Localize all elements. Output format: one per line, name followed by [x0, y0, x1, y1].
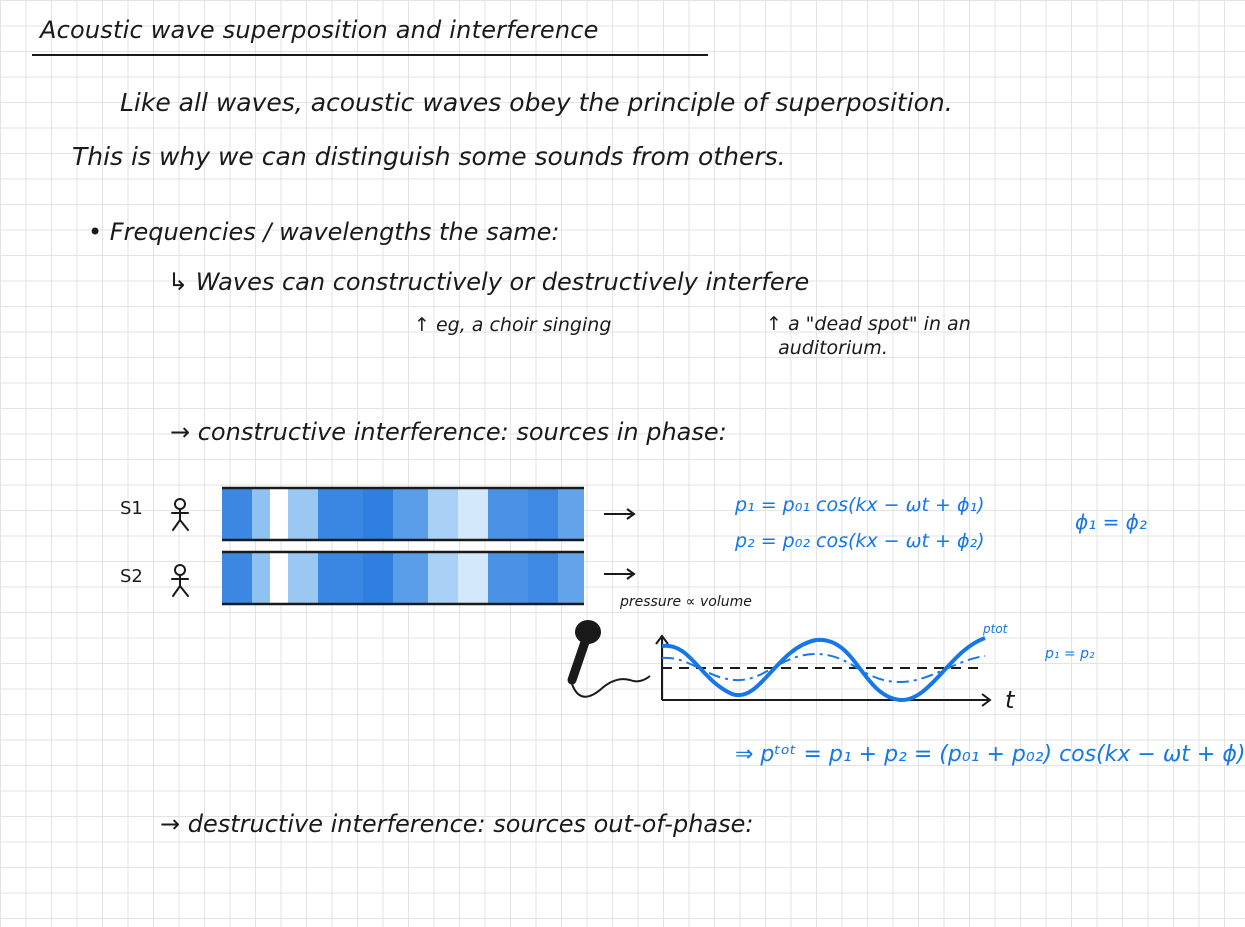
page-title: Acoustic wave superposition and interfer… — [40, 16, 599, 44]
stick-figure-s1-icon — [171, 498, 189, 531]
intro-line-2: This is why we can distinguish some soun… — [72, 142, 786, 171]
graph-axes — [655, 634, 992, 707]
graph-y-label: pressure ∝ volume — [620, 594, 752, 610]
arrow-right-s2-icon — [604, 568, 636, 580]
title-underline — [32, 54, 708, 56]
graph-ptot-wave — [661, 636, 986, 703]
ptot-equation: ⇒ pᵗᵒᵗ = p₁ + p₂ = (p₀₁ + p₀₂) cos(kx − … — [735, 742, 1245, 767]
stick-figure-s2-icon — [171, 564, 189, 597]
destructive-heading: → destructive interference: sources out-… — [160, 810, 754, 838]
waves-interfere-line: ↳ Waves can constructively or destructiv… — [168, 268, 810, 296]
graph-p1p2-label: p₁ = p₂ — [1045, 646, 1095, 662]
example-dead-spot: ↑ a "dead spot" in an auditorium. — [766, 313, 971, 359]
source-1-label: S1 — [120, 498, 143, 519]
equation-p1: p₁ = p₀₁ cos(kx − ωt + ϕ₁) — [735, 494, 985, 516]
drawing-layer — [171, 486, 992, 707]
intro-line-1: Like all waves, acoustic waves obey the … — [120, 88, 953, 117]
bullet-same-frequency: • Frequencies / wavelengths the same: — [88, 218, 560, 246]
constructive-heading: → constructive interference: sources in … — [170, 418, 727, 446]
source-2-label: S2 — [120, 566, 143, 587]
wave-band-s2 — [222, 550, 584, 606]
graph-x-label: t — [1005, 686, 1015, 714]
arrow-right-s1-icon — [604, 508, 636, 520]
equation-p2: p₂ = p₀₂ cos(kx − ωt + ϕ₂) — [735, 530, 985, 552]
microphone-icon — [567, 620, 651, 698]
phase-condition: ϕ₁ = ϕ₂ — [1075, 510, 1147, 534]
graph-p1p2-wave — [661, 652, 986, 684]
graph-ptot-label: ptot — [983, 622, 1008, 636]
wave-band-s1 — [222, 486, 584, 542]
example-choir: ↑ eg, a choir singing — [414, 314, 612, 336]
